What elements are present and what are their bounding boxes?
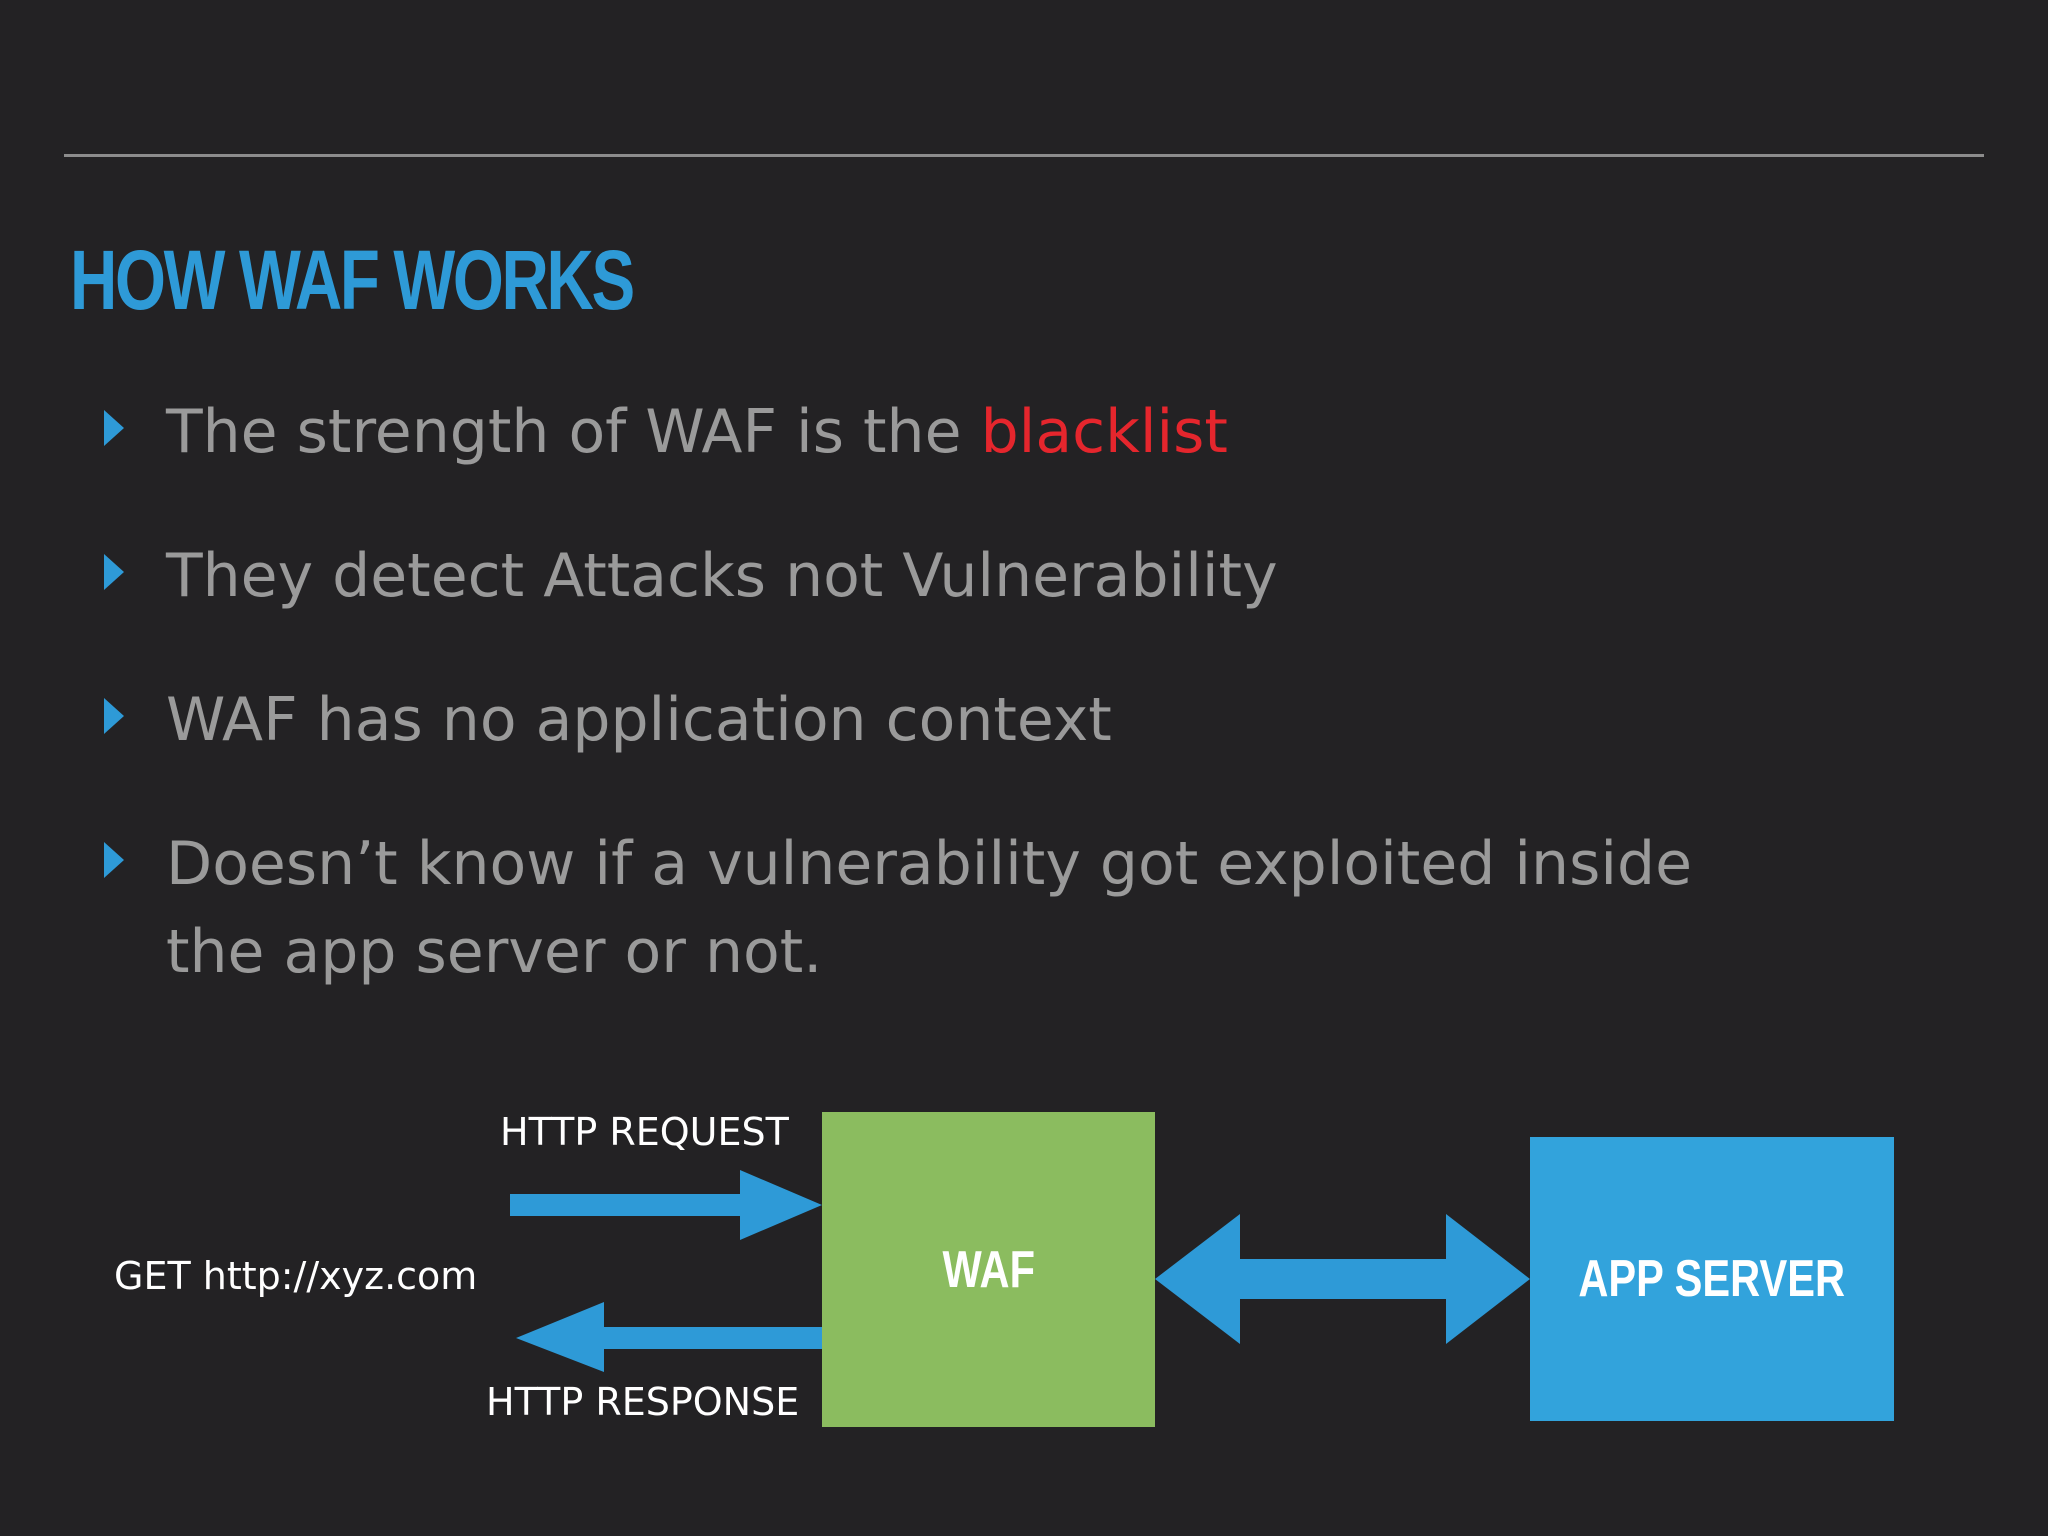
app-server-box: APP SERVER [1530,1137,1894,1421]
triangle-bullet-icon [104,554,124,590]
triangle-bullet-icon [104,410,124,446]
app-server-label: APP SERVER [1578,1250,1846,1308]
bullet-text: The strength of WAF is the blacklist [166,388,1786,476]
top-divider [64,154,1984,157]
bullet-text: They detect Attacks not Vulnerability [166,541,1278,611]
bullet-text: WAF has no application context [166,685,1112,755]
bidirectional-arrow [1155,1214,1530,1344]
bullet-text-line-1: Doesn’t know if a vulnerability got expl… [166,829,1693,899]
http-request-arrow [510,1170,822,1240]
bullet-text: Doesn’t know if a vulnerability got expl… [166,820,1786,996]
triangle-bullet-icon [104,698,124,734]
triangle-bullet-icon [104,842,124,878]
waf-label: WAF [942,1240,1035,1299]
blacklist-highlight: blacklist [980,397,1228,467]
http-request-label: HTTP REQUEST [500,1110,789,1154]
bullet-text-line-2: the app server or not. [166,917,823,987]
http-response-arrow [516,1302,822,1372]
client-request-label: GET http://xyz.com [114,1254,478,1298]
http-response-label: HTTP RESPONSE [486,1380,800,1424]
slide-title: HOW WAF WORKS [70,233,635,327]
waf-box: WAF [822,1112,1155,1427]
bullet-text-main: The strength of WAF is the [166,397,981,467]
